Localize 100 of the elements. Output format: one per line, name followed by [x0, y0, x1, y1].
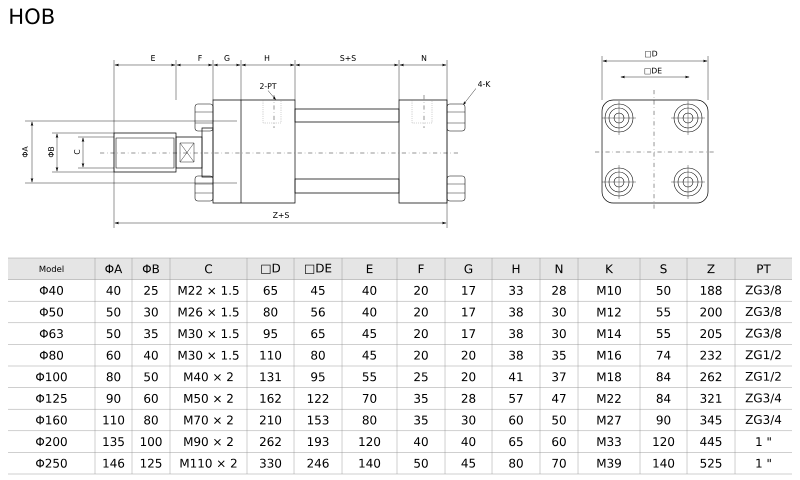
table-cell: 110 [260, 350, 282, 360]
table-cell: 70 [552, 458, 566, 468]
table-cell: 146 [103, 458, 124, 468]
table-cell: 100 [140, 437, 162, 446]
table-cell: 55 [656, 308, 670, 316]
table-cell: 40 [362, 308, 376, 317]
table-cell: M14 [597, 329, 622, 338]
table-cell: 30 [552, 329, 566, 338]
column-header: ΦB [142, 264, 159, 274]
table-cell: M16 [597, 350, 622, 360]
table-cell: 60 [106, 350, 120, 360]
table-cell: 38 [509, 329, 523, 338]
table-cell: 65 [509, 437, 523, 446]
table-cell: 232 [700, 350, 722, 360]
table-cell: 45 [310, 286, 325, 295]
table-cell: 90 [656, 416, 670, 425]
table-cell: 246 [307, 458, 329, 468]
table-cell: M22 × 1.5 [178, 286, 238, 295]
table-cell: 80 [264, 308, 278, 317]
column-header: S [660, 264, 667, 274]
column-header: ΦA [105, 264, 122, 274]
table-cell: M50 × 2 [184, 394, 233, 403]
table-cell: M27 [597, 416, 621, 424]
table-cell: Φ250 [36, 458, 67, 468]
table-cell: 200 [700, 308, 722, 317]
table-cell: 345 [700, 416, 722, 425]
table-cell: Φ200 [36, 437, 67, 446]
table-cell: 1 " [756, 458, 771, 468]
table-cell: M22 [597, 394, 621, 403]
table-cell: 25 [414, 372, 428, 382]
table-cell: 65 [264, 286, 278, 295]
table-cell: 56 [311, 308, 325, 317]
table-cell: 95 [311, 372, 325, 382]
table-cell: M30 × 1.5 [178, 350, 238, 360]
table-cell: 84 [656, 394, 670, 403]
table-cell: ZG3/8 [746, 285, 782, 296]
leader-line [463, 88, 476, 105]
table-cell: 25 [144, 286, 158, 295]
table-cell: 57 [509, 394, 523, 403]
table-cell: 17 [462, 308, 476, 316]
table-cell: 321 [700, 394, 722, 403]
leader-line [268, 90, 276, 100]
table-cell: Φ100 [36, 372, 67, 382]
table-cell: 40 [414, 437, 428, 446]
table-cell: 35 [414, 416, 428, 425]
table-cell: 30 [462, 416, 476, 425]
table-cell: 35 [144, 329, 158, 338]
table-cell: 20 [462, 372, 476, 382]
table-cell: 140 [653, 458, 674, 468]
column-header: □D [261, 264, 280, 274]
table-cell: 40 [461, 437, 476, 446]
table-cell: Φ80 [40, 350, 64, 360]
table-cell: 162 [260, 394, 281, 403]
table-cell: 70 [362, 394, 376, 403]
table-cell: 60 [509, 416, 523, 425]
table-cell: 50 [144, 372, 158, 382]
table-cell: 262 [260, 437, 281, 446]
table-cell: 17 [462, 329, 476, 338]
table-cell: M10 [597, 286, 621, 295]
table-cell: 153 [308, 416, 328, 425]
table-cell: ZG1/2 [746, 350, 781, 360]
table-cell: 28 [462, 394, 476, 403]
column-header: N [556, 264, 562, 274]
table-cell: 445 [700, 437, 722, 446]
column-header: Z [707, 264, 715, 274]
table-cell: 41 [508, 372, 522, 382]
table-cell: 20 [462, 350, 476, 360]
table-cell: 30 [552, 308, 566, 317]
column-header: Model [40, 266, 64, 272]
table-cell: 1 " [756, 437, 771, 446]
table-cell: 262 [700, 372, 722, 382]
table-cell: M110 × 2 [180, 458, 236, 468]
table-cell: ZG3/8 [746, 307, 782, 317]
table-cell: 80 [311, 350, 325, 360]
table-cell: 40 [144, 350, 158, 360]
table-cell: 205 [700, 329, 722, 338]
table-cell: M30 × 1.5 [178, 329, 238, 338]
table-cell: 50 [552, 416, 566, 425]
column-header: PT [757, 264, 771, 274]
table-cell: ZG3/4 [746, 415, 782, 425]
table-cell: 131 [260, 372, 281, 382]
table-cell: 38 [509, 350, 523, 360]
table-cell: 65 [311, 329, 325, 338]
table-cell: M18 [597, 372, 621, 382]
table-cell: 20 [414, 308, 428, 317]
table-cell: Φ50 [40, 308, 64, 317]
table-cell: 84 [656, 372, 670, 382]
table-cell: ZG1/2 [746, 372, 781, 382]
table-cell: 47 [552, 394, 566, 403]
table-cell: 45 [362, 329, 376, 338]
table-cell: 120 [359, 437, 380, 446]
table-cell: M12 [597, 308, 621, 316]
table-cell: 37 [552, 372, 566, 382]
column-header: □DE [305, 264, 332, 274]
column-header: H [512, 264, 520, 274]
table-cell: Φ40 [40, 286, 64, 295]
table-cell: 95 [264, 329, 278, 338]
column-header: F [418, 264, 424, 274]
table-cell: 74 [656, 350, 670, 360]
table-cell: 140 [359, 458, 380, 468]
